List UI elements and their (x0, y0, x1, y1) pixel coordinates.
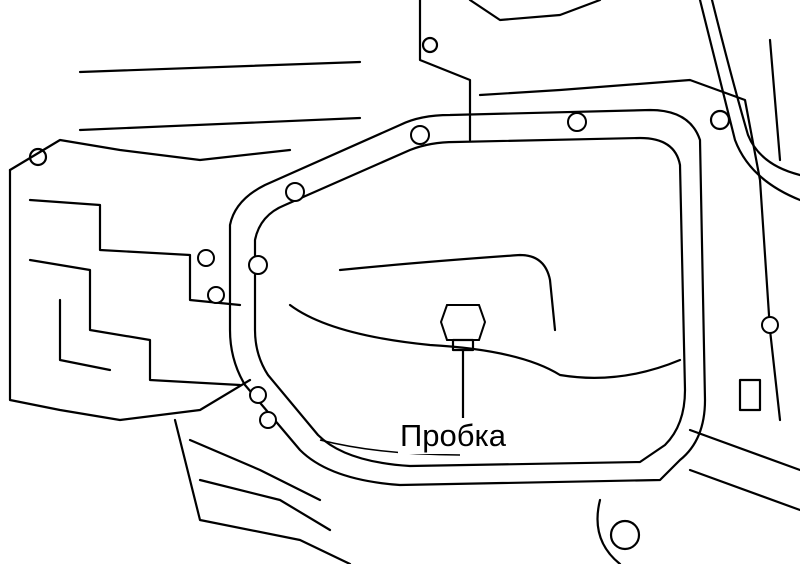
oil-pan (228, 108, 707, 487)
pan-bolts (197, 112, 779, 429)
drain-plug (439, 304, 487, 420)
drain-plug-label: Пробка (398, 418, 509, 454)
